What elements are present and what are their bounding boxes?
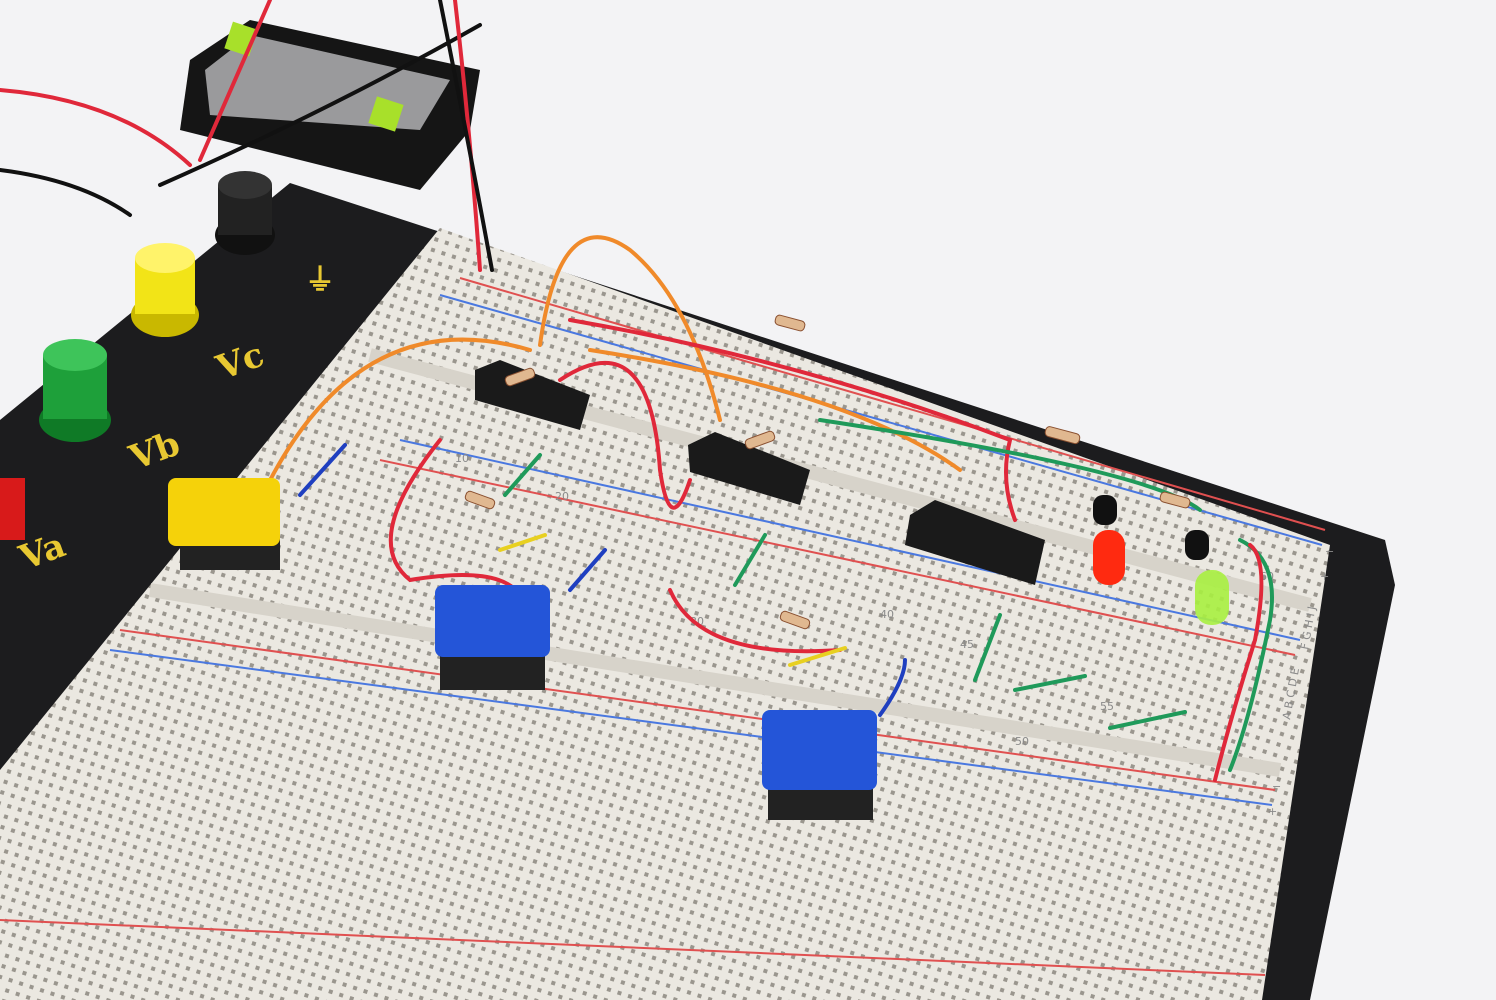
resistors xyxy=(464,314,1191,630)
col-num: 40 xyxy=(880,608,894,621)
breadboard xyxy=(0,228,1330,1000)
ground-label: ⏚ xyxy=(305,263,335,298)
push-button-blue-1[interactable] xyxy=(435,585,550,690)
push-button-blue-2[interactable] xyxy=(762,710,877,820)
terminal-ground xyxy=(215,171,275,255)
terminal-vb xyxy=(39,339,111,442)
led-red xyxy=(1093,530,1125,585)
col-num: 10 xyxy=(455,452,469,465)
led-green xyxy=(1195,570,1229,625)
col-num: 45 xyxy=(960,638,974,651)
transistors xyxy=(1093,495,1209,560)
push-button-yellow[interactable] xyxy=(168,478,280,570)
ic-chip xyxy=(475,360,1045,585)
col-num: 20 xyxy=(555,490,569,503)
col-num: 50 xyxy=(1015,735,1029,748)
terminal-vc xyxy=(131,243,199,337)
rail-minus: − xyxy=(1325,545,1334,558)
rail-plus: + xyxy=(1320,570,1329,583)
rail-plus: + xyxy=(1268,805,1277,818)
terminal-va xyxy=(0,478,25,540)
col-num: 55 xyxy=(1100,700,1114,713)
rail-minus: − xyxy=(1272,780,1281,793)
